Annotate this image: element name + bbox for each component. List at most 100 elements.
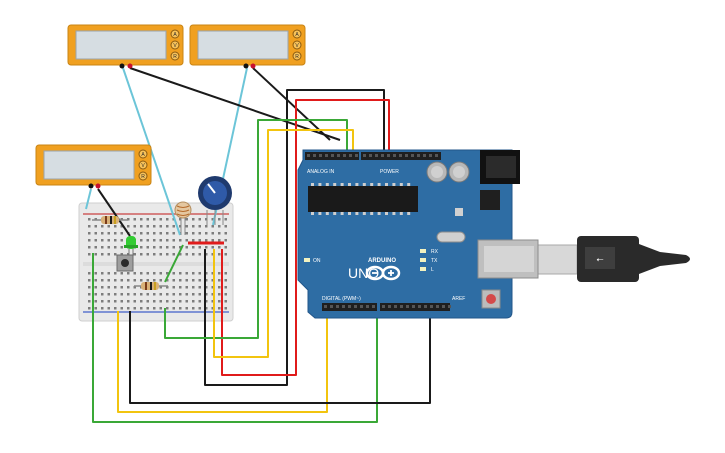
breadboard-hole[interactable] <box>218 300 221 303</box>
breadboard-hole[interactable] <box>120 225 124 228</box>
breadboard-hole[interactable] <box>205 300 208 303</box>
breadboard-hole[interactable] <box>205 232 208 235</box>
breadboard-hole[interactable] <box>94 279 98 282</box>
header-pin[interactable] <box>393 154 396 157</box>
breadboard-hole[interactable] <box>146 246 150 249</box>
potentiometer[interactable] <box>198 176 232 225</box>
breadboard-hole[interactable] <box>120 307 124 310</box>
header-pin[interactable] <box>336 305 339 308</box>
header-pin[interactable] <box>366 305 369 308</box>
breadboard-hole[interactable] <box>133 272 137 275</box>
breadboard-hole[interactable] <box>179 246 182 249</box>
breadboard-hole[interactable] <box>88 253 91 256</box>
breadboard-hole[interactable] <box>88 232 91 235</box>
breadboard-hole[interactable] <box>166 246 169 249</box>
breadboard-hole[interactable] <box>101 253 104 256</box>
header-pin[interactable] <box>330 305 333 308</box>
breadboard-hole[interactable] <box>205 253 208 256</box>
header-pin[interactable] <box>424 305 427 308</box>
breadboard-hole[interactable] <box>153 225 156 228</box>
breadboard-hole[interactable] <box>94 225 98 228</box>
breadboard-hole[interactable] <box>166 300 169 303</box>
header-pin[interactable] <box>405 154 408 157</box>
breadboard-hole[interactable] <box>179 286 182 289</box>
breadboard-hole[interactable] <box>198 232 202 235</box>
breadboard-hole[interactable] <box>224 307 228 310</box>
header-pin[interactable] <box>435 154 438 157</box>
breadboard-hole[interactable] <box>172 307 176 310</box>
breadboard-hole[interactable] <box>88 300 91 303</box>
breadboard-hole[interactable] <box>127 279 130 282</box>
breadboard-hole[interactable] <box>185 232 189 235</box>
breadboard-hole[interactable] <box>211 300 215 303</box>
header-pin[interactable] <box>436 305 439 308</box>
breadboard-hole[interactable] <box>107 279 111 282</box>
breadboard-hole[interactable] <box>146 307 150 310</box>
breadboard-hole[interactable] <box>205 225 208 228</box>
breadboard-hole[interactable] <box>127 300 130 303</box>
breadboard-hole[interactable] <box>94 286 98 289</box>
breadboard-hole[interactable] <box>114 246 117 249</box>
header-pin[interactable] <box>324 305 327 308</box>
header-pin[interactable] <box>442 305 445 308</box>
header-pin[interactable] <box>417 154 420 157</box>
breadboard-hole[interactable] <box>224 246 228 249</box>
multimeter-mode-buttons[interactable]: A V R <box>292 29 302 61</box>
breadboard-hole[interactable] <box>172 286 176 289</box>
breadboard-hole[interactable] <box>88 239 91 242</box>
breadboard-hole[interactable] <box>140 239 143 242</box>
breadboard-hole[interactable] <box>88 272 91 275</box>
breadboard-hole[interactable] <box>107 300 111 303</box>
breadboard-hole[interactable] <box>211 218 215 221</box>
breadboard-hole[interactable] <box>107 232 111 235</box>
header-pin[interactable] <box>387 154 390 157</box>
header-pin[interactable] <box>429 154 432 157</box>
breadboard-hole[interactable] <box>107 246 111 249</box>
breadboard-hole[interactable] <box>133 293 137 296</box>
breadboard-hole[interactable] <box>172 232 176 235</box>
breadboard-hole[interactable] <box>192 300 195 303</box>
breadboard-hole[interactable] <box>179 218 182 221</box>
breadboard-hole[interactable] <box>166 272 169 275</box>
breadboard-hole[interactable] <box>153 307 156 310</box>
breadboard-hole[interactable] <box>140 253 143 256</box>
breadboard-hole[interactable] <box>101 279 104 282</box>
breadboard-hole[interactable] <box>211 272 215 275</box>
breadboard-hole[interactable] <box>172 300 176 303</box>
breadboard-hole[interactable] <box>198 307 202 310</box>
breadboard-hole[interactable] <box>133 253 137 256</box>
header-pin[interactable] <box>343 154 346 157</box>
breadboard-hole[interactable] <box>218 279 221 282</box>
breadboard-hole[interactable] <box>166 218 169 221</box>
breadboard-hole[interactable] <box>107 286 111 289</box>
breadboard-hole[interactable] <box>172 239 176 242</box>
breadboard-hole[interactable] <box>94 239 98 242</box>
header-pin[interactable] <box>418 305 421 308</box>
breadboard-hole[interactable] <box>224 279 228 282</box>
header-pin[interactable] <box>400 305 403 308</box>
breadboard-hole[interactable] <box>172 293 176 296</box>
breadboard-hole[interactable] <box>146 293 150 296</box>
breadboard-hole[interactable] <box>192 279 195 282</box>
breadboard-hole[interactable] <box>185 218 189 221</box>
breadboard-hole[interactable] <box>192 307 195 310</box>
breadboard-hole[interactable] <box>205 286 208 289</box>
breadboard-hole[interactable] <box>107 307 111 310</box>
breadboard-hole[interactable] <box>211 246 215 249</box>
breadboard-hole[interactable] <box>94 300 98 303</box>
header-pin[interactable] <box>349 154 352 157</box>
breadboard-hole[interactable] <box>133 279 137 282</box>
breadboard-hole[interactable] <box>211 286 215 289</box>
breadboard-hole[interactable] <box>185 253 189 256</box>
breadboard-hole[interactable] <box>198 246 202 249</box>
breadboard-hole[interactable] <box>224 272 228 275</box>
header-pin[interactable] <box>363 154 366 157</box>
breadboard-hole[interactable] <box>198 239 202 242</box>
breadboard-hole[interactable] <box>114 307 117 310</box>
breadboard-hole[interactable] <box>107 225 111 228</box>
breadboard-hole[interactable] <box>107 239 111 242</box>
breadboard-hole[interactable] <box>159 246 163 249</box>
breadboard-hole[interactable] <box>218 225 221 228</box>
breadboard-hole[interactable] <box>211 279 215 282</box>
breadboard-hole[interactable] <box>159 239 163 242</box>
